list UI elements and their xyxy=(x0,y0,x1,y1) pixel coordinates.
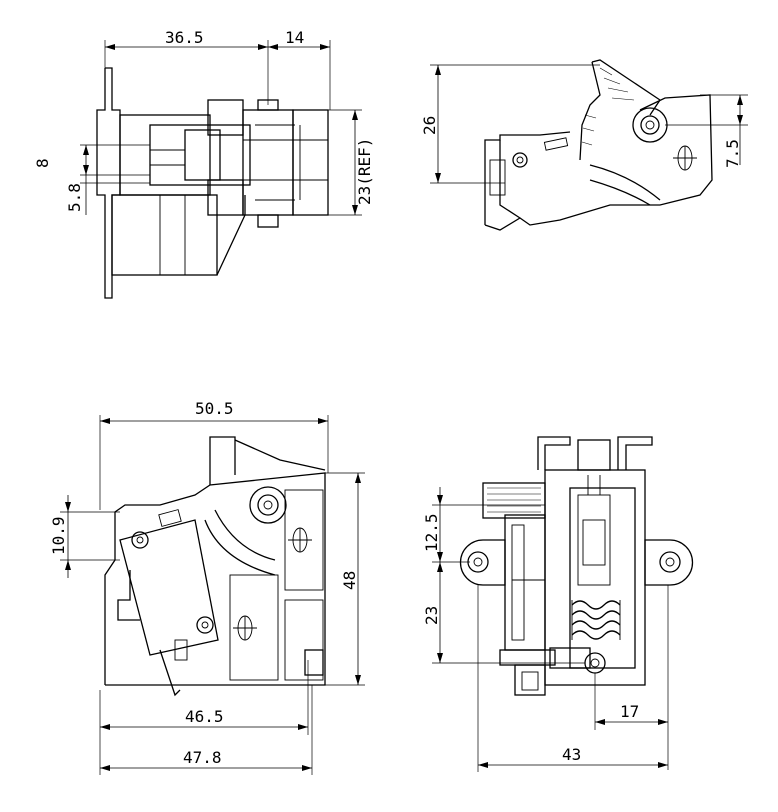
dim-rear-upper: 12.5 xyxy=(422,513,441,552)
dim-side-depth: 14 xyxy=(285,28,304,47)
dim-front-overall: 47.8 xyxy=(183,748,222,767)
dim-front-base: 46.5 xyxy=(185,707,224,726)
dim-actuated-height: 26 xyxy=(420,116,439,135)
dim-rear-hole: 17 xyxy=(620,702,639,721)
dim-actuated-pivot: 7.5 xyxy=(723,139,742,168)
dim-side-small: 5.8 xyxy=(65,183,84,212)
dim-rear-lower: 23 xyxy=(422,606,441,625)
rear-view: 12.5 23 17 43 xyxy=(422,436,694,772)
dim-side-height-ref: 23(REF) xyxy=(355,138,374,205)
dim-side-width: 36.5 xyxy=(165,28,204,47)
front-view: 50.5 10.9 48 46.5 47.8 xyxy=(49,399,365,775)
dim-rear-width: 43 xyxy=(562,745,581,764)
actuated-view: 26 7.5 xyxy=(420,59,748,231)
dim-front-height: 48 xyxy=(340,571,359,590)
dim-side-offset: 8 xyxy=(33,158,52,168)
side-view: 36.5 14 8 5.8 23(REF) xyxy=(33,28,374,299)
dim-front-lever: 10.9 xyxy=(49,516,68,555)
dim-front-width: 50.5 xyxy=(195,399,234,418)
